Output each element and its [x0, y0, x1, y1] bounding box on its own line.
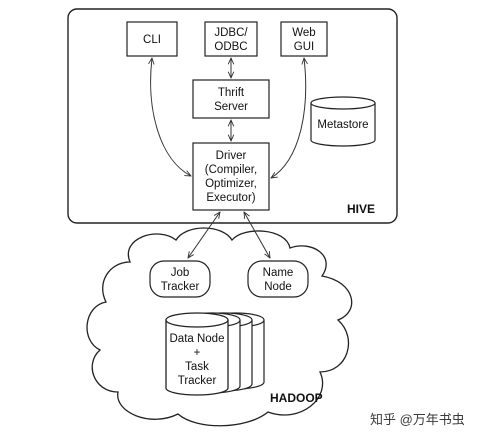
- svg-text:Node: Node: [264, 281, 292, 293]
- jdbc-odbc-box: JDBC/ ODBC: [204, 21, 258, 57]
- svg-text:Job: Job: [171, 267, 190, 279]
- svg-text:Optimizer,: Optimizer,: [205, 178, 257, 190]
- metastore-cylinder: Metastore: [310, 96, 376, 147]
- svg-text:Task: Task: [185, 361, 209, 373]
- hive-label: HIVE: [347, 202, 375, 216]
- svg-text:ODBC: ODBC: [214, 41, 247, 53]
- driver-box: Driver (Compiler, Optimizer, Executor): [192, 142, 270, 211]
- svg-text:Data Node: Data Node: [170, 333, 225, 345]
- job-tracker-node: Job Tracker: [149, 260, 211, 298]
- svg-text:Tracker: Tracker: [161, 281, 200, 293]
- name-node: Name Node: [247, 260, 309, 298]
- svg-text:Server: Server: [214, 101, 248, 113]
- arrow-driver-jobtracker: [188, 212, 220, 258]
- svg-text:Driver: Driver: [216, 150, 247, 162]
- svg-text:Thrift: Thrift: [218, 87, 245, 99]
- arrow-driver-namenode: [244, 212, 270, 258]
- thrift-server-box: Thrift Server: [192, 79, 270, 119]
- svg-text:(Compiler,: (Compiler,: [205, 164, 257, 176]
- svg-text:Tracker: Tracker: [178, 375, 217, 387]
- svg-text:Web: Web: [292, 27, 315, 39]
- web-gui-box: Web GUI: [280, 21, 328, 57]
- svg-text:JDBC/: JDBC/: [214, 27, 248, 39]
- metastore-label: Metastore: [317, 119, 368, 131]
- hadoop-label: HADOOP: [270, 391, 323, 405]
- svg-text:Executor): Executor): [206, 192, 255, 204]
- data-node-cylinder-front: Data Node + Task Tracker: [165, 312, 229, 396]
- svg-text:GUI: GUI: [294, 41, 314, 53]
- cli-box: CLI: [126, 21, 178, 57]
- svg-text:+: +: [194, 347, 201, 359]
- arrow-webgui-driver: [271, 58, 306, 178]
- watermark: 知乎 @万年书虫: [370, 412, 465, 427]
- cli-label: CLI: [143, 34, 161, 46]
- arrow-cli-driver: [151, 58, 191, 176]
- svg-text:Name: Name: [263, 267, 294, 279]
- data-node-stack: Data Node + Task Tracker: [165, 312, 265, 396]
